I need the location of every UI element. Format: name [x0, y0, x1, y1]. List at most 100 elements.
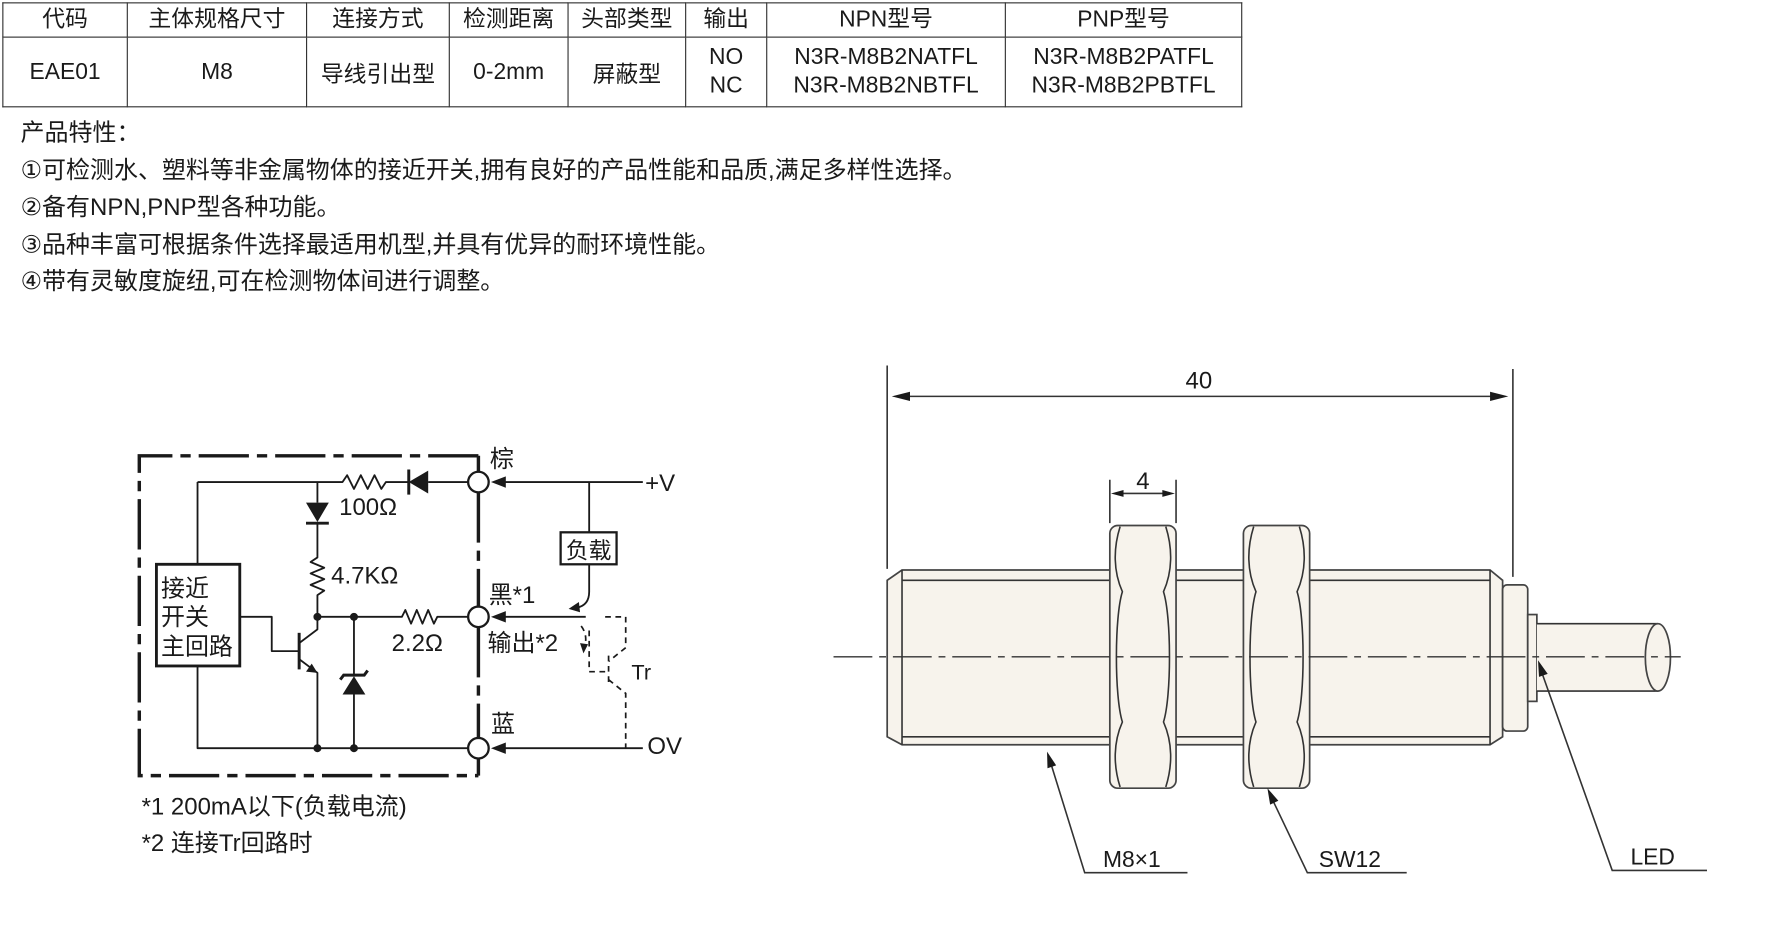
label-resistor-2-2: 2.2Ω	[392, 630, 443, 657]
label-supply-positive: +V	[645, 470, 675, 497]
terminal-brown	[466, 470, 490, 494]
dimension-drawing: 40 4 M8×1 SW12 LED	[833, 365, 1707, 874]
zener-bar	[339, 669, 369, 681]
header-pnp-model: PNP型号	[1004, 2, 1243, 38]
cell-pnp-models: N3R-M8B2PATFL N3R-M8B2PBTFL	[1004, 36, 1243, 108]
nut-width-leader	[1270, 795, 1407, 874]
thread-leader	[1048, 758, 1188, 874]
cell-head-type: 屏蔽型	[567, 36, 687, 108]
ground-rail	[196, 482, 469, 750]
resistor-4-7k	[309, 523, 326, 617]
tr-current-dashed	[580, 625, 587, 647]
feature-item: ②备有NPN,PNP型各种功能。	[20, 194, 341, 221]
label-black: 黑*1	[489, 582, 536, 609]
header-npn-model: NPN型号	[766, 2, 1006, 38]
header-connection: 连接方式	[306, 2, 450, 38]
nut-1-face-right	[1162, 526, 1172, 788]
tr-emitter-dashed	[608, 678, 627, 749]
nut-width-leader-arrow	[1267, 788, 1279, 805]
circuit-note-1: *1 200mA以下(负载电流)	[141, 793, 407, 821]
header-distance: 检测距离	[448, 2, 569, 38]
label-nut-width: SW12	[1319, 846, 1381, 872]
product-features: 产品特性： ①可检测水、塑料等非金属物体的接近开关,拥有良好的产品性能和品质,满…	[21, 115, 967, 301]
label-main-circuit-line-1: 接近	[161, 575, 209, 602]
label-brown: 棕	[490, 446, 514, 473]
output-no: NO	[709, 44, 744, 70]
nut-thickness-extension-lines	[1109, 479, 1177, 524]
label-led: LED	[1630, 844, 1674, 870]
cell-npn-models: N3R-M8B2NATFL N3R-M8B2NBTFL	[766, 36, 1006, 108]
label-main-circuit-line-2: 开关	[161, 604, 209, 631]
label-nut-thickness: 4	[1136, 468, 1149, 495]
length-extension-lines	[886, 365, 1514, 577]
cell-connection: 导线引出型	[306, 36, 450, 108]
nut-2-face-right	[1296, 526, 1306, 788]
junction-dot	[349, 744, 358, 753]
nut-thickness-arrow-right	[1162, 490, 1175, 497]
feature-item: ④带有灵敏度旋纽,可在检测物体间进行调整。	[20, 268, 505, 295]
tr-current-arrow	[580, 643, 589, 654]
cell-output: NO NC	[685, 36, 768, 108]
label-overall-length: 40	[1186, 367, 1213, 394]
transistor-emitter-arrow	[306, 663, 318, 673]
load-current-arrow	[568, 601, 581, 613]
features-title: 产品特性：	[20, 119, 141, 147]
sensor-housing-outline	[137, 454, 479, 778]
length-arrow-right	[1490, 391, 1509, 401]
label-supply-zero: OV	[647, 733, 682, 760]
label-thread: M8×1	[1103, 846, 1161, 872]
terminal-black	[466, 605, 490, 629]
table-header-row: 代码 主体规格尺寸 连接方式 检测距离 头部类型 输出 NPN型号 PNP型号	[2, 2, 1243, 38]
resistor-2-2-wire	[317, 609, 469, 625]
supply-zero-arrow	[490, 742, 506, 754]
pnp-model-no: N3R-M8B2PATFL	[1033, 44, 1214, 70]
led-leader-arrow	[1538, 660, 1548, 677]
npn-model-no: N3R-M8B2NATFL	[794, 44, 978, 70]
npn-model-nc: N3R-M8B2NBTFL	[793, 73, 979, 99]
tr-collector-dashed	[605, 615, 627, 663]
zener-triangle	[342, 676, 366, 695]
transistor-base-wire	[239, 615, 300, 653]
label-main-circuit-line-3: 主回路	[161, 634, 233, 661]
thread-leader-arrow	[1047, 751, 1057, 769]
supply-positive-arrow	[490, 476, 506, 488]
terminal-blue	[466, 736, 490, 760]
cable-gland	[1526, 613, 1538, 703]
cell-distance: 0-2mm	[448, 36, 569, 108]
main-circuit-box	[154, 562, 242, 668]
cell-size: M8	[126, 36, 308, 108]
label-blue: 蓝	[491, 711, 515, 738]
led-diode-triangle	[306, 502, 329, 523]
led-end-cap	[1501, 584, 1529, 732]
input-diode-triangle	[408, 470, 429, 494]
load-box	[559, 531, 618, 566]
feature-item: ①可检测水、塑料等非金属物体的接近开关,拥有良好的产品性能和品质,满足多样性选择…	[20, 157, 967, 184]
nut-thickness-arrow-left	[1110, 490, 1124, 497]
load-current-wire	[576, 564, 591, 609]
led-leader	[1539, 667, 1707, 872]
label-load: 负载	[566, 538, 612, 564]
cable-edges	[1536, 622, 1658, 692]
length-arrow-left	[891, 391, 911, 401]
thread-minor-lines	[902, 579, 1491, 738]
label-output: 输出*2	[488, 630, 559, 657]
spec-table: 代码 主体规格尺寸 连接方式 检测距离 头部类型 输出 NPN型号 PNP型号 …	[2, 2, 1243, 108]
resistor-100-wire	[197, 474, 409, 490]
header-output: 输出	[685, 2, 768, 38]
transistor-collector	[298, 616, 319, 644]
header-size: 主体规格尺寸	[126, 2, 308, 38]
table-row: EAE01 M8 导线引出型 0-2mm 屏蔽型 NO NC N3R-M8B2N…	[2, 36, 1243, 108]
nut-1-face-left	[1114, 526, 1124, 788]
header-code: 代码	[2, 2, 128, 38]
output-nc: NC	[709, 73, 743, 99]
circuit-note-2: *2 连接Tr回路时	[141, 830, 313, 857]
label-tr: Tr	[631, 660, 651, 685]
cell-code: EAE01	[2, 36, 128, 108]
output-arrow	[490, 611, 506, 623]
circuit-diagram: 棕 +V 100Ω 4.7KΩ 负载 接近 开关 主回路 黑*1 2.2Ω 输出…	[137, 446, 682, 778]
tr-base-dashed	[588, 630, 609, 673]
label-resistor-100: 100Ω	[339, 494, 397, 521]
pnp-model-nc: N3R-M8B2PBTFL	[1031, 73, 1216, 99]
